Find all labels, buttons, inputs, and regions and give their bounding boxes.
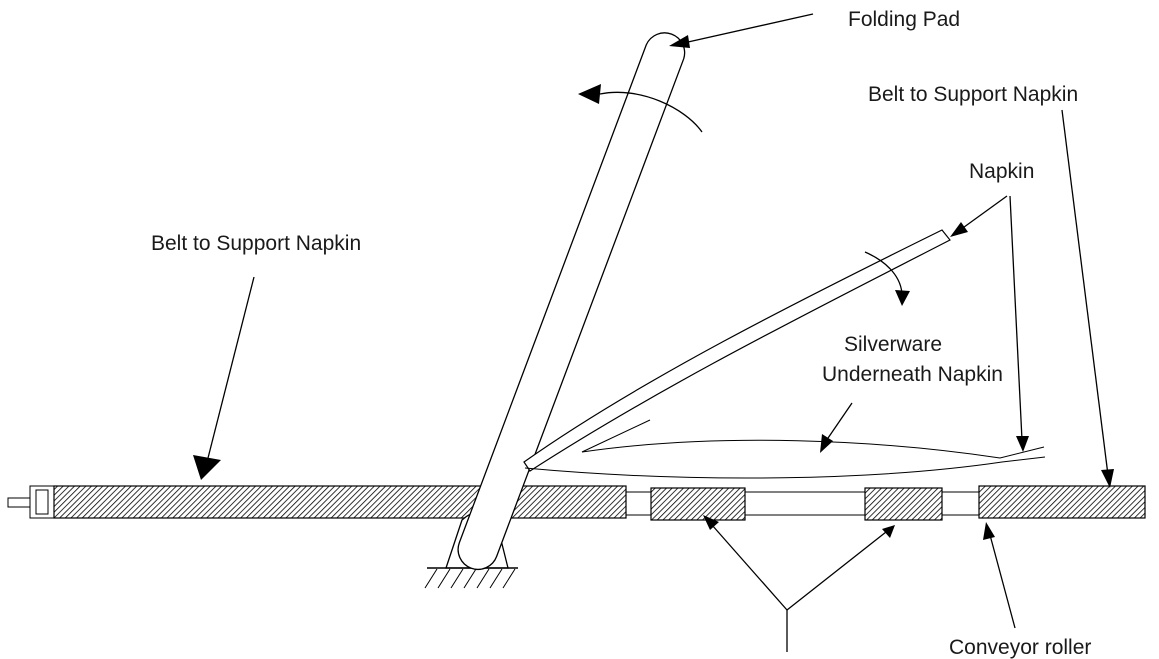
belt-right: [978, 485, 1146, 519]
napkin-label: Napkin: [969, 160, 1034, 183]
folding-pad-label: Folding Pad: [848, 8, 960, 31]
folding-pad-callout: [669, 13, 814, 48]
conveyor-roller-1: [650, 487, 746, 521]
belt-left-label: Belt to Support Napkin: [151, 232, 361, 255]
left-shaft: [7, 485, 55, 519]
conveyor-roller-callout: [983, 522, 1016, 629]
conveyor-roller-label: Conveyor roller: [949, 636, 1091, 659]
belt-left: [53, 485, 627, 519]
silverware-shape: [581, 439, 1045, 459]
napkin-rotation-arrow: [864, 251, 910, 306]
conveyor-roller-2: [864, 487, 943, 521]
silverware-label-line1: Silverware: [844, 333, 942, 356]
rollers-callout: [703, 515, 895, 652]
silverware-callout: [820, 402, 853, 453]
napkin-lower: [524, 456, 1046, 479]
napkin-callout: [950, 195, 1029, 452]
pad-rotation-arrow: [578, 84, 703, 133]
belt-left-callout: [193, 276, 255, 480]
silverware-label-line2: Underneath Napkin: [822, 363, 1003, 386]
napkin-upper-flap: [523, 229, 951, 472]
belt-right-label: Belt to Support Napkin: [868, 83, 1078, 106]
belt-right-callout: [1061, 109, 1114, 488]
